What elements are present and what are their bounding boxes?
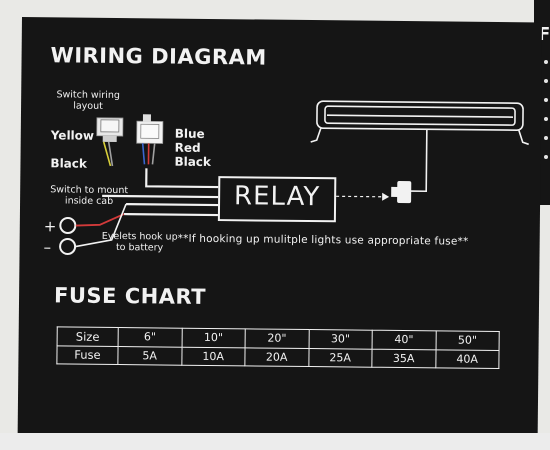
fuse-cell: 35A <box>371 348 436 368</box>
wire-black-right <box>151 143 156 165</box>
size-cell: 30" <box>308 329 373 349</box>
size-cell: 6" <box>118 327 182 347</box>
wire-yellow <box>102 141 112 167</box>
table-row: Fuse 5A 10A 20A 25A 35A 40A <box>56 345 500 369</box>
size-cell: 40" <box>372 330 436 350</box>
wiring-schematic <box>59 100 529 255</box>
fuse-chart-table: Size 6" 10" 20" 30" 40" 50" Fuse 5A 10A … <box>56 326 500 369</box>
eyelet-positive-icon <box>59 216 77 234</box>
fuse-cell: 20A <box>244 347 309 367</box>
switch-left-icon <box>96 117 124 142</box>
fuse-header: Fuse <box>56 345 119 365</box>
eyelet-negative-icon <box>59 237 77 255</box>
arrow-right-icon <box>382 192 390 201</box>
relay-output-wire <box>336 195 387 198</box>
fuse-cell: 40A <box>435 349 500 369</box>
edge-bullet <box>544 136 548 140</box>
edge-bullet <box>544 98 548 102</box>
paper-bottom-strip <box>0 433 550 450</box>
size-cell: 20" <box>245 328 309 349</box>
edge-bullet <box>544 155 548 159</box>
relay-label: RELAY <box>233 181 321 213</box>
relay-input-harness <box>102 168 219 217</box>
size-header: Size <box>57 326 119 347</box>
light-bar-wire <box>410 129 428 193</box>
battery-wire-black <box>75 203 127 248</box>
wire-black-left <box>107 141 114 167</box>
light-bar-icon <box>310 100 529 146</box>
battery-wire-red <box>75 213 125 227</box>
wiring-sheet: WIRING DIAGRAM Switch wiring layout Yell… <box>17 17 542 439</box>
size-cell: 10" <box>181 328 246 348</box>
size-cell: 50" <box>435 330 500 351</box>
wire-blue <box>141 143 146 165</box>
fuse-cell: 25A <box>308 348 373 368</box>
edge-bullet <box>544 60 548 64</box>
switch-right-icon <box>136 114 164 144</box>
fuse-cell: 10A <box>181 346 246 366</box>
fuse-chart-title: FUSE CHART <box>53 283 207 309</box>
edge-bullet <box>544 79 548 83</box>
fuse-cell: 5A <box>117 346 182 366</box>
edge-bullet <box>544 117 548 121</box>
connector-plug-icon <box>391 180 412 204</box>
